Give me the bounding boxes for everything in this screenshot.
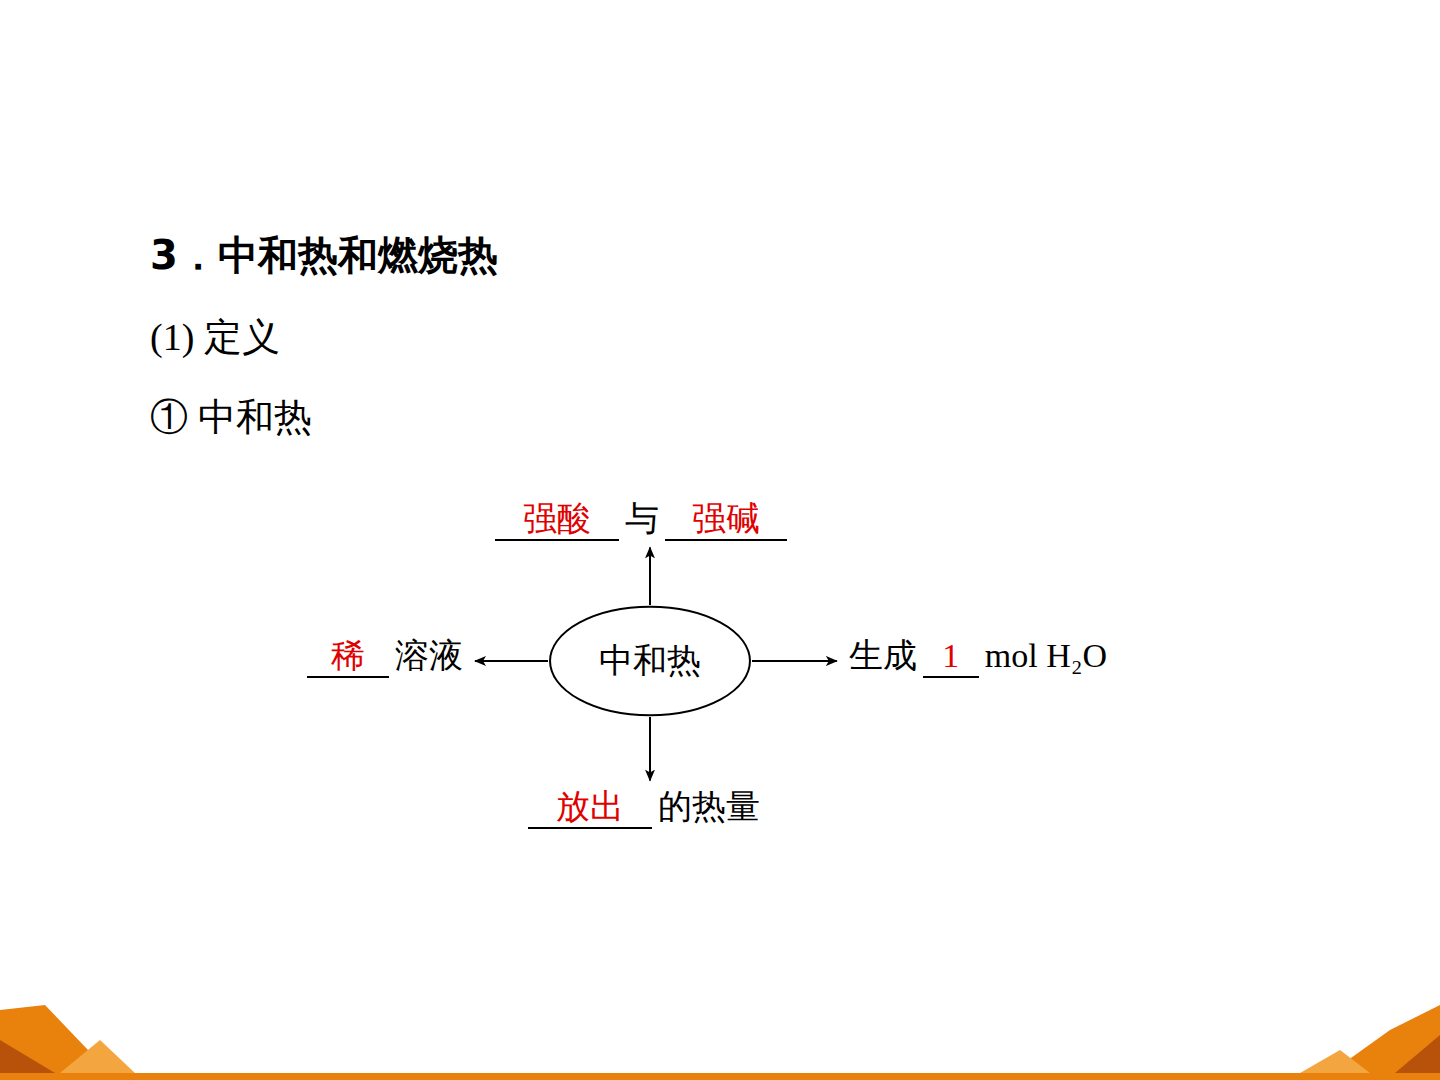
corner-triangle: [0, 1040, 55, 1073]
node-text: 生成: [843, 636, 923, 677]
bottom-bar: [0, 1073, 1440, 1080]
answer-blank: 1: [923, 636, 979, 679]
arrow-connector: [475, 660, 548, 662]
corner-triangle: [1300, 1050, 1370, 1073]
section-label: (1) 定义: [150, 312, 280, 363]
answer-blank: 稀: [307, 636, 389, 679]
arrow-connector: [649, 547, 651, 605]
text-group: 稀溶液: [307, 636, 469, 679]
answer-blank: 强酸: [495, 499, 619, 542]
arrow-connector: [649, 717, 651, 781]
corner-triangle: [60, 1040, 135, 1073]
node-text: mol H₂O: [979, 636, 1113, 677]
node-text: 的热量: [652, 787, 766, 828]
section-label: ① 中和热: [150, 392, 312, 443]
node-text: 溶液: [389, 636, 469, 677]
arrow-connector: [752, 660, 837, 662]
text-group: 放出的热量: [528, 787, 766, 830]
node-text: 与: [619, 499, 665, 540]
answer-blank: 放出: [528, 787, 652, 830]
answer-blank: 强碱: [665, 499, 787, 542]
corner-triangle: [1395, 1035, 1440, 1073]
node-text: 中和热: [599, 641, 701, 682]
slide-title: 3．中和热和燃烧热: [150, 228, 498, 283]
ellipse-node: 中和热: [548, 605, 752, 717]
text-group: 生成1mol H₂O: [843, 636, 1113, 679]
text-group: 强酸与强碱: [495, 499, 787, 542]
